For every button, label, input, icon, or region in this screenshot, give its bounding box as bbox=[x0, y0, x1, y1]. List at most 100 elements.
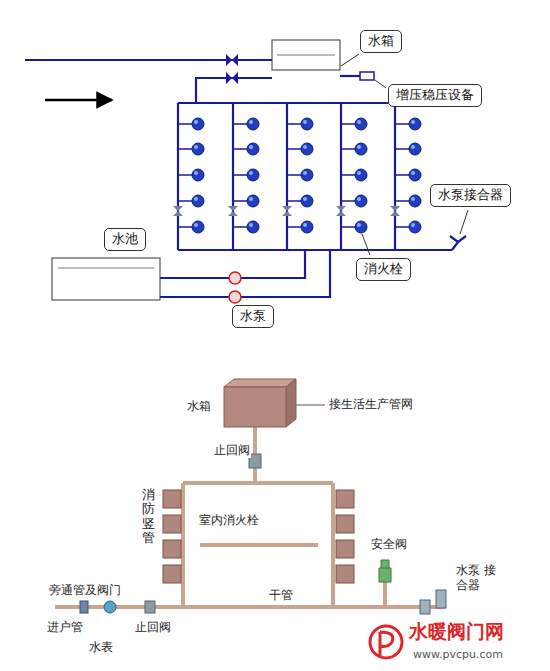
callout-text: 水箱 bbox=[368, 33, 394, 50]
hydrant-highlight bbox=[194, 197, 198, 201]
callout-box: 增压稳压设备 bbox=[388, 84, 482, 107]
hydrant-symbol bbox=[409, 143, 421, 155]
hydrant-highlight bbox=[357, 223, 361, 227]
hydrant-cabinet bbox=[336, 490, 354, 508]
pump-symbol bbox=[229, 291, 241, 303]
hydrant-highlight bbox=[357, 145, 361, 149]
hydrant-highlight bbox=[303, 171, 307, 175]
callout-box: 水池 bbox=[104, 228, 146, 251]
hydrant-highlight bbox=[411, 171, 415, 175]
safety-valve bbox=[379, 560, 391, 582]
bypass-valve bbox=[80, 601, 88, 613]
hydrant-highlight bbox=[411, 197, 415, 201]
hydrant-symbol bbox=[301, 169, 313, 181]
branch-pipe bbox=[395, 123, 409, 125]
branch-pipe bbox=[341, 148, 355, 150]
hydrant-symbol bbox=[247, 221, 259, 233]
pump-pipe bbox=[160, 250, 330, 297]
hydrant-highlight bbox=[411, 120, 415, 124]
hydrant-symbol bbox=[301, 221, 313, 233]
riser-pipe bbox=[177, 103, 179, 250]
watermark: 水暖阀门网 bbox=[408, 620, 505, 644]
branch-pipe bbox=[287, 174, 301, 176]
booster-device bbox=[360, 72, 374, 80]
hydrant-symbol bbox=[192, 143, 204, 155]
bottom-ring-pipe bbox=[178, 249, 452, 251]
valve-label: 安全阀 bbox=[370, 537, 408, 552]
branch-pipe bbox=[233, 200, 247, 202]
callout-text: 水泵 bbox=[240, 308, 266, 325]
hydrant-highlight bbox=[249, 223, 253, 227]
water-level bbox=[277, 55, 335, 56]
tank-side bbox=[286, 379, 296, 427]
hydrant-symbol bbox=[301, 195, 313, 207]
hydrant-highlight bbox=[357, 171, 361, 175]
pump-symbol bbox=[229, 272, 241, 284]
hydrant-cabinet bbox=[163, 565, 181, 583]
watermark-logo bbox=[370, 626, 402, 658]
hydrant-highlight bbox=[411, 223, 415, 227]
hydrant-symbol bbox=[355, 195, 367, 207]
hydrant-cabinet bbox=[336, 515, 354, 533]
hydrant-symbol bbox=[409, 195, 421, 207]
riser-pipe bbox=[340, 103, 342, 250]
inlet-label: 进户管 bbox=[46, 620, 84, 635]
callout-text: 水池 bbox=[112, 231, 138, 248]
hydrant-symbol bbox=[301, 143, 313, 155]
water-level bbox=[58, 268, 154, 269]
check-valve bbox=[145, 601, 155, 613]
main-pipe-label: 干管 bbox=[268, 588, 294, 603]
tank-top bbox=[224, 379, 296, 387]
branch-pipe bbox=[341, 123, 355, 125]
branch-pipe bbox=[395, 174, 409, 176]
branch-pipe bbox=[178, 148, 192, 150]
hydrant-symbol bbox=[355, 118, 367, 130]
hydrant-highlight bbox=[194, 120, 198, 124]
hydrant-symbol bbox=[355, 221, 367, 233]
pool bbox=[52, 258, 160, 300]
callout-text: 增压稳压设备 bbox=[396, 87, 474, 104]
hydrant-highlight bbox=[303, 120, 307, 124]
hydrant-symbol bbox=[355, 143, 367, 155]
riser-pipe bbox=[394, 103, 396, 250]
bottom-pipework bbox=[55, 427, 445, 607]
tank-label: 水箱 bbox=[186, 399, 212, 414]
branch-pipe bbox=[233, 226, 247, 228]
hydrant-symbol bbox=[409, 118, 421, 130]
callout-box: 消火栓 bbox=[356, 258, 411, 281]
flow-arrow bbox=[45, 99, 112, 102]
hydrant-highlight bbox=[411, 145, 415, 149]
branch-pipe bbox=[287, 148, 301, 150]
callout-box: 水泵接合器 bbox=[430, 184, 511, 207]
pump-adapter-symbol bbox=[450, 236, 466, 250]
branch-pipe bbox=[233, 174, 247, 176]
branch-pipe bbox=[233, 148, 247, 150]
hydrant-cabinet bbox=[336, 540, 354, 558]
hydrant-symbol bbox=[247, 143, 259, 155]
hydrant-symbol bbox=[192, 118, 204, 130]
callout-box: 水泵 bbox=[232, 305, 274, 328]
branch-pipe bbox=[395, 148, 409, 150]
hydrant-cabinet bbox=[163, 540, 181, 558]
branch-pipe bbox=[341, 174, 355, 176]
branch-pipe bbox=[287, 226, 301, 228]
pump-adapter-symbol bbox=[420, 590, 446, 614]
hydrant-highlight bbox=[357, 120, 361, 124]
hydrant-symbol bbox=[247, 169, 259, 181]
branch-pipe bbox=[178, 226, 192, 228]
branch-pipe bbox=[395, 200, 409, 202]
tank-outlet-pipe bbox=[196, 78, 272, 103]
adapter-label: 水泵 接合器 bbox=[455, 563, 500, 593]
callout-text: 消火栓 bbox=[364, 261, 403, 278]
hydrant-cabinet bbox=[163, 515, 181, 533]
hydrant-symbol bbox=[301, 118, 313, 130]
riser-valve bbox=[173, 206, 183, 216]
booster-pipe bbox=[340, 75, 360, 77]
hydrant-cabinet bbox=[336, 565, 354, 583]
riser-label: 消防竖管 bbox=[141, 488, 156, 545]
branch-pipe bbox=[178, 200, 192, 202]
hydrant-cabinets bbox=[163, 490, 354, 583]
callout-box: 水箱 bbox=[360, 30, 402, 53]
hydrant-symbol bbox=[192, 221, 204, 233]
riser-valve bbox=[282, 206, 292, 216]
